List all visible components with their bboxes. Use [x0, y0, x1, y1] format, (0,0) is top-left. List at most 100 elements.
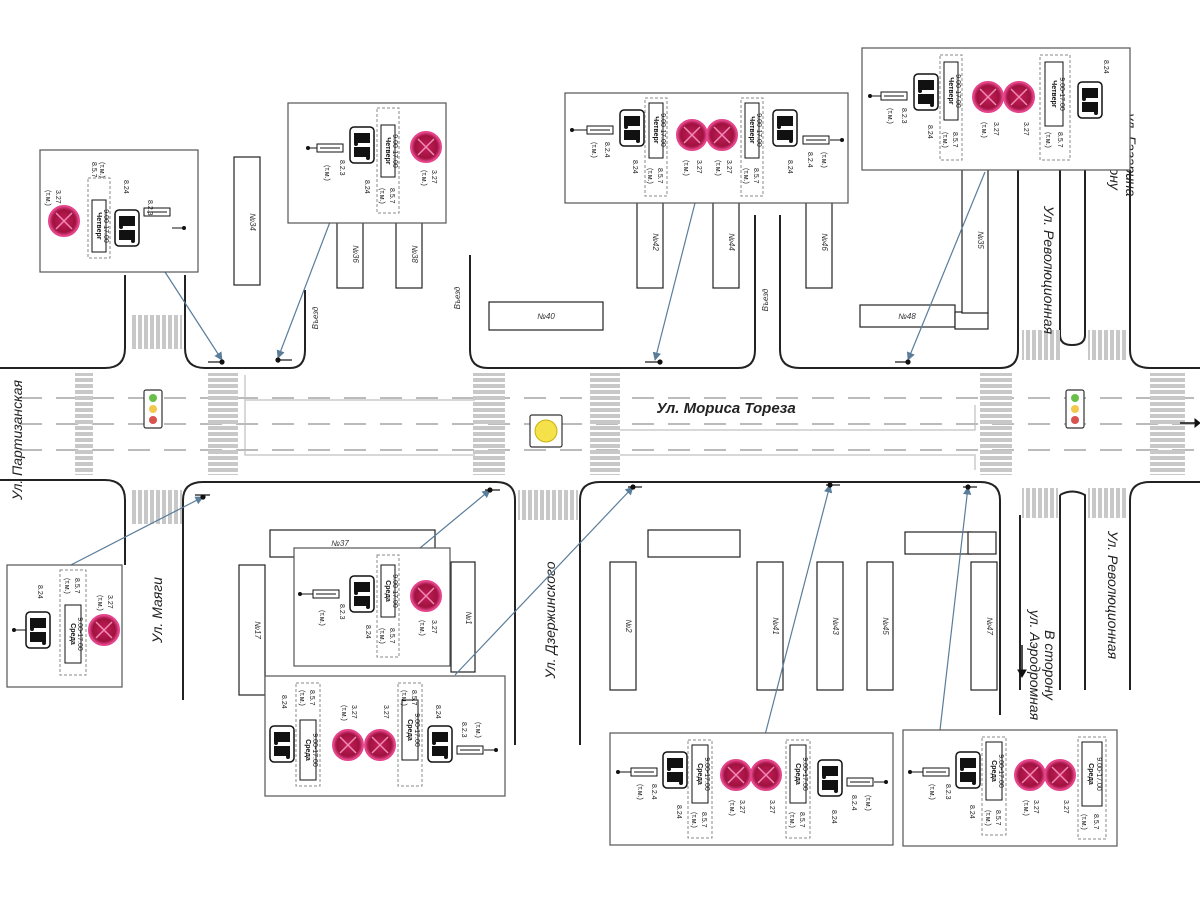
svg-text:(т.м.): (т.м.) [941, 132, 948, 148]
svg-text:(т.м.): (т.м.) [378, 188, 385, 204]
svg-text:8.24: 8.24 [968, 805, 975, 819]
svg-text:8.2.4: 8.2.4 [806, 152, 813, 168]
traffic-light-icon [143, 389, 163, 429]
svg-text:Четверг: Четверг [1050, 80, 1057, 108]
sign-panel: 8.2.3 (т.м.) 8.24 Среда 9.00-17.00 8.5.7… [902, 729, 1118, 847]
svg-text:8.5.7: 8.5.7 [410, 690, 417, 706]
distance-plate [456, 745, 484, 755]
svg-text:Четверг: Четверг [95, 212, 102, 240]
svg-text:(т.м.): (т.м.) [682, 160, 689, 176]
svg-text:Четверг: Четверг [748, 116, 755, 144]
svg-text:8.24: 8.24 [122, 180, 129, 194]
svg-text:9.00-17.00: 9.00-17.00 [391, 574, 398, 608]
building-1 [450, 561, 476, 673]
svg-text:3.27: 3.27 [738, 800, 745, 814]
traffic-lights [143, 389, 1085, 448]
svg-text:3.27: 3.27 [350, 705, 357, 719]
tow-truck-icon [427, 725, 453, 763]
svg-text:8.5.7: 8.5.7 [388, 628, 395, 644]
label-b17: №17 [253, 621, 262, 639]
no-stopping-icon [706, 119, 738, 151]
tow-truck-icon [349, 126, 375, 164]
svg-text:Среда: Среда [304, 739, 311, 761]
label-b44: №44 [727, 233, 736, 251]
label-b38: №38 [410, 245, 419, 263]
svg-text:8.24: 8.24 [364, 625, 371, 639]
svg-text:8.5.7: 8.5.7 [73, 578, 80, 594]
driveway-label: Въезд [761, 288, 770, 311]
sign-panel: 8.2.3 (т.м.) 8.24 Четверг 9.00-17.00 8.5… [861, 47, 1131, 171]
svg-text:8.5.7: 8.5.7 [1056, 132, 1063, 148]
svg-text:8.2.3: 8.2.3 [338, 604, 345, 620]
svg-text:(т.м.): (т.м.) [788, 812, 795, 828]
building-shop [647, 529, 741, 558]
svg-text:(т.м.): (т.м.) [378, 628, 385, 644]
arrow-icon [1194, 417, 1200, 429]
svg-text:Среда: Среда [1087, 763, 1094, 785]
svg-text:(т.м.): (т.м.) [418, 620, 425, 636]
svg-text:8.24: 8.24 [675, 805, 682, 819]
distance-plate [846, 777, 874, 787]
driveway-label: Въезд [311, 306, 320, 329]
no-stopping-icon [1014, 759, 1046, 791]
svg-text:8.24: 8.24 [830, 810, 837, 824]
svg-text:(т.м.): (т.м.) [646, 168, 653, 184]
label-b48: №48 [898, 312, 916, 321]
svg-text:3.27: 3.27 [106, 595, 113, 609]
svg-text:8.5.7: 8.5.7 [388, 188, 395, 204]
svg-text:(т.м.): (т.м.) [980, 122, 987, 138]
svg-text:(т.м.): (т.м.) [1044, 132, 1051, 148]
street-partizanskaya: Ул. Партизанская [9, 379, 25, 501]
no-stopping-icon [1044, 759, 1076, 791]
building-45 [866, 561, 894, 691]
svg-text:9.00-17.00: 9.00-17.00 [997, 754, 1004, 788]
building-46 [805, 194, 833, 289]
street-revolyutsionnaya-south: Ул. Революционная [1105, 530, 1121, 660]
svg-text:8.24: 8.24 [631, 160, 638, 174]
tow-truck-icon [269, 725, 295, 763]
label-b46: №46 [820, 233, 829, 251]
building-41 [756, 561, 784, 691]
distance-plate [880, 91, 908, 101]
yellow-signal-icon [529, 414, 563, 448]
no-stopping-icon [88, 614, 120, 646]
no-stopping-icon [332, 729, 364, 761]
svg-text:(т.м.): (т.м.) [636, 784, 643, 800]
svg-text:Четверг: Четверг [652, 116, 659, 144]
svg-text:Среда: Среда [384, 580, 391, 602]
svg-text:8.5.7: 8.5.7 [1092, 814, 1099, 830]
sign-panel: 8.24 Среда 9.00-17.00 8.5.7 (т.м.) 3.27 … [264, 675, 506, 797]
sign-panel: 8.2.3 (т.м.) 8.24 Четверг 9.00-17.00 8.5… [287, 102, 447, 224]
label-b35: №35 [976, 231, 985, 249]
svg-text:8.2.4: 8.2.4 [650, 784, 657, 800]
street-mayi: Ул. Маяги [149, 577, 165, 644]
distance-plate [316, 143, 344, 153]
tow-truck-icon [25, 611, 51, 649]
svg-text:3.27: 3.27 [1022, 122, 1029, 136]
svg-text:(т.м.): (т.м.) [1080, 814, 1087, 830]
svg-text:3.27: 3.27 [1032, 800, 1039, 814]
svg-text:(т.м.): (т.м.) [690, 812, 697, 828]
svg-text:9.00-17.00: 9.00-17.00 [391, 134, 398, 168]
svg-text:8.5.7: 8.5.7 [700, 812, 707, 828]
svg-text:8.2.3: 8.2.3 [338, 160, 345, 176]
sign-panel: 8.2.4 (т.м.) 8.24 Четверг 9.00-17.00 8.5… [564, 92, 849, 204]
label-b34: №34 [248, 213, 257, 231]
tow-truck-icon [955, 751, 981, 789]
svg-text:(т.м.): (т.м.) [340, 705, 347, 721]
svg-text:8.2.3: 8.2.3 [460, 722, 467, 738]
buildings [233, 156, 998, 696]
label-b47: №47 [985, 617, 994, 635]
direction-arrows [1017, 417, 1200, 679]
tow-truck-icon [772, 109, 798, 147]
label-b2: №2 [624, 619, 633, 633]
sign-panel: 3.27 (т.м.) Четверг 9.00-17.00 8.5.7 (т.… [39, 149, 199, 273]
svg-text:3.27: 3.27 [992, 122, 999, 136]
svg-text:(т.м.): (т.м.) [63, 578, 70, 594]
svg-text:(т.м.): (т.м.) [474, 722, 481, 738]
svg-text:3.27: 3.27 [725, 160, 732, 174]
svg-text:8.2.3: 8.2.3 [900, 108, 907, 124]
no-stopping-icon [410, 131, 442, 163]
no-stopping-icon [750, 759, 782, 791]
